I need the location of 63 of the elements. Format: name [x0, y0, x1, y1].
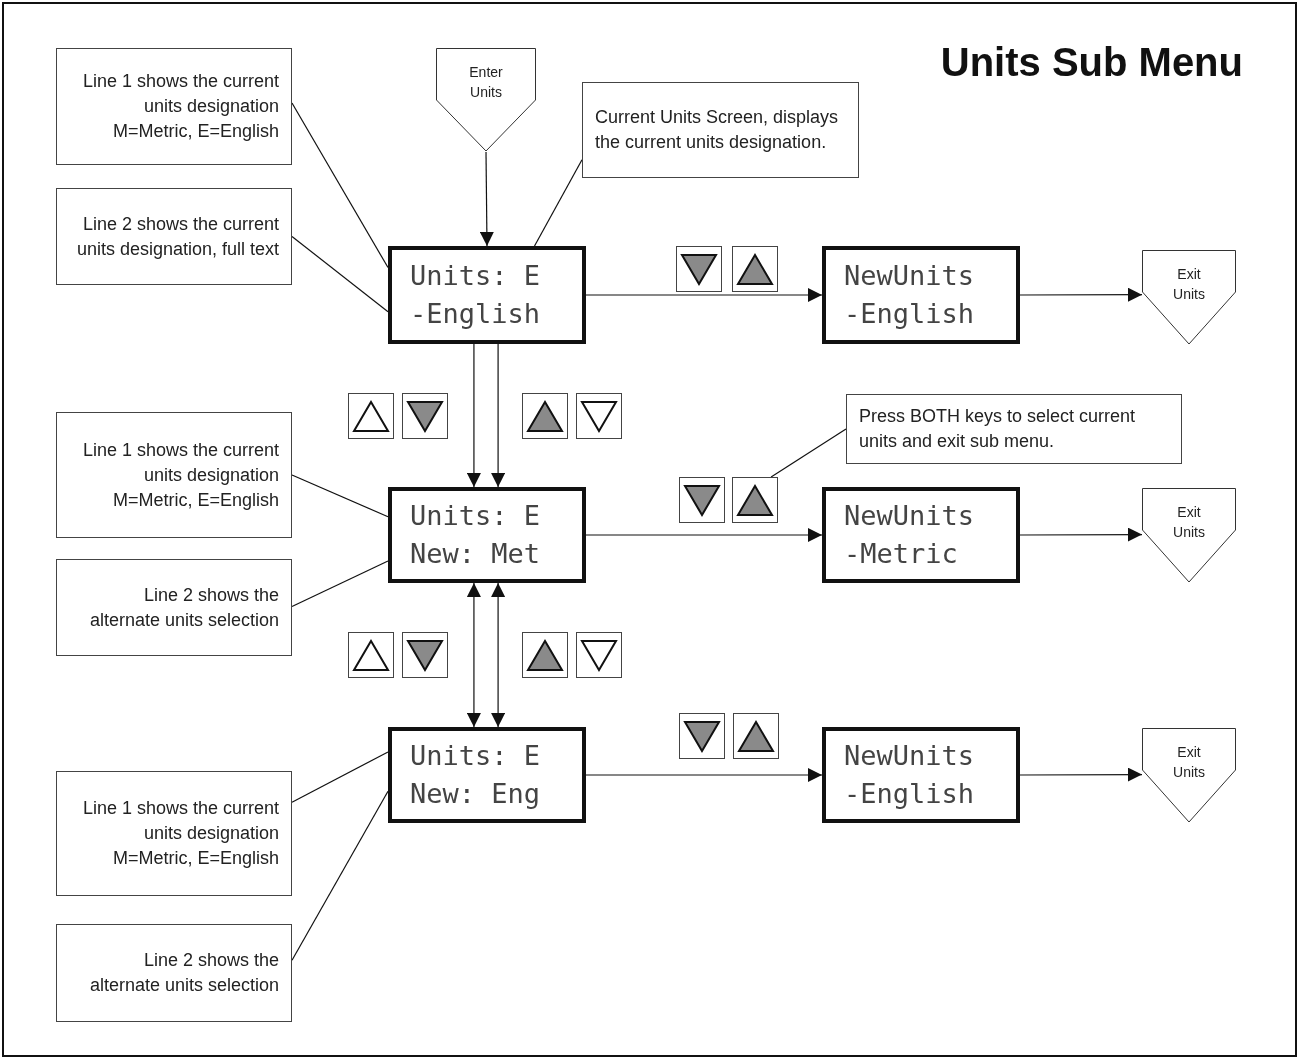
arrow: [585, 768, 823, 782]
leader-line: [291, 751, 389, 803]
note-box: [56, 924, 292, 1022]
leader-line: [291, 235, 389, 313]
lcd-text: Units: E: [410, 499, 542, 533]
arrow: [491, 343, 506, 488]
lcd-text: NewUnits: [844, 259, 976, 293]
lcd-text: Units: E: [410, 259, 542, 293]
up-key-icon: [732, 477, 778, 523]
lcd-text: -English: [410, 297, 542, 331]
leader-line: [291, 560, 389, 608]
note-box: [56, 188, 292, 285]
pentagon-label: Exit Units: [1172, 265, 1206, 304]
entry-pentagon: [436, 48, 536, 152]
note-text: Line 1 shows the current units designation M=Metric, E=English: [81, 438, 279, 512]
lcd-text: Units: E: [410, 739, 542, 773]
lcd-text: -English: [844, 297, 976, 331]
arrow: [1019, 767, 1143, 782]
arrow: [479, 151, 494, 247]
note-box: [56, 48, 292, 165]
lcd-screen: [822, 487, 1020, 583]
lcd-screen: [388, 487, 586, 583]
diagram-title: Units Sub Menu: [940, 39, 1243, 86]
lcd-text: -English: [844, 777, 976, 811]
pentagon-label: Exit Units: [1172, 503, 1206, 542]
lcd-screen: [388, 727, 586, 823]
exit-pentagon: [1142, 488, 1236, 583]
lcd-screen: [822, 246, 1020, 344]
arrow: [1019, 287, 1143, 302]
arrow: [1019, 527, 1143, 542]
arrow: [466, 582, 481, 728]
note-box: [846, 394, 1182, 464]
lcd-text: NewUnits: [844, 739, 976, 773]
leader-line: [533, 159, 583, 247]
exit-pentagon: [1142, 250, 1236, 345]
arrow: [466, 343, 481, 488]
arrow: [585, 528, 823, 542]
lcd-text: -Metric: [844, 537, 959, 571]
note-box: [56, 412, 292, 538]
lcd-text: New: Eng: [410, 777, 542, 811]
arrow: [585, 288, 823, 302]
note-box: [582, 82, 859, 178]
lcd-screen: [822, 727, 1020, 823]
leader-line: [291, 474, 389, 518]
pentagon-label: Exit Units: [1172, 743, 1206, 782]
lcd-screen: [388, 246, 586, 344]
lcd-text: New: Met: [410, 537, 542, 571]
leader-line: [291, 790, 389, 961]
note-text: Line 2 shows the alternate units selection: [88, 583, 279, 632]
note-text: Current Units Screen, displays the current units designation.: [595, 106, 840, 154]
leader-line: [291, 102, 389, 269]
lcd-text: NewUnits: [844, 499, 976, 533]
note-text: Line 2 shows the alternate units selection: [88, 949, 279, 997]
note-box: [56, 559, 292, 656]
arrow: [491, 582, 506, 728]
exit-pentagon: [1142, 728, 1236, 823]
note-box: [56, 771, 292, 896]
note-text: Line 1 shows the current units designation M=Metric, E=English: [81, 797, 279, 870]
pentagon-label: Enter Units: [468, 63, 504, 102]
note-text: Press BOTH keys to select current units and exit sub menu.: [859, 405, 1137, 453]
note-text: Line 2 shows the current units designation, full text: [75, 212, 279, 261]
note-text: Line 1 shows the current units designation M=Metric, E=English: [81, 70, 279, 143]
leader-line: [770, 428, 847, 478]
